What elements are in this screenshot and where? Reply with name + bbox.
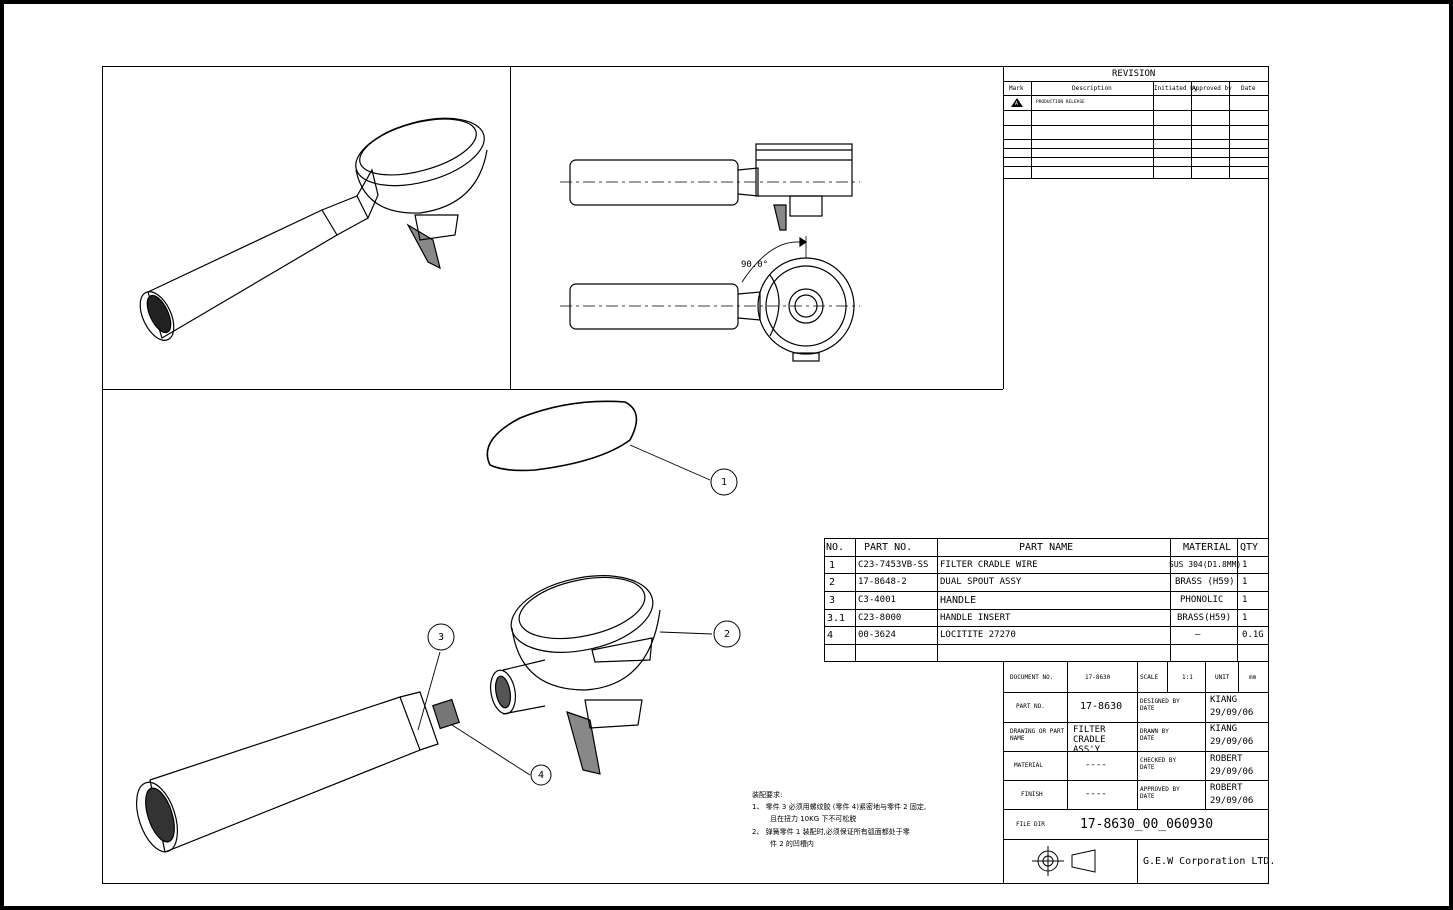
- bom-row-5-no: 4: [827, 630, 834, 641]
- tb-document-no-label: DOCUMENT NO.: [1010, 674, 1054, 681]
- exploded-view: [135, 400, 661, 853]
- tb-drawn-date: 29/09/06: [1210, 737, 1254, 747]
- angle-dimension: 90.0°: [741, 260, 768, 270]
- tb-scale: 1:1: [1182, 674, 1193, 681]
- top-view: [560, 236, 860, 362]
- tb-unit: mm: [1249, 674, 1257, 681]
- balloon-3: [427, 623, 455, 651]
- bom-row-4-no: 3.1: [827, 613, 846, 624]
- bom-row-2-part-no: 17-8648-2: [858, 577, 907, 587]
- balloon-1: [710, 468, 738, 496]
- balloon-4-label: 4: [538, 770, 545, 781]
- bom-row-2-material: BRASS (H59): [1175, 577, 1235, 587]
- bom-row-5-material: —: [1195, 630, 1201, 640]
- bom-row-5-qty: 0.1G: [1242, 630, 1264, 640]
- tb-finish: ----: [1085, 789, 1107, 799]
- tb-material-label: MATERIAL: [1014, 762, 1043, 769]
- tb-part-no: 17-8630: [1080, 701, 1123, 712]
- revision-title: REVISION: [1112, 69, 1156, 79]
- tb-designed-by: KIANG: [1210, 695, 1238, 705]
- bom-row-1-no: 1: [829, 560, 836, 571]
- bom-header-no: NO.: [826, 542, 845, 553]
- bom-row-1-qty: 1: [1242, 560, 1248, 570]
- balloon-3-label: 3: [438, 632, 445, 643]
- tb-approved-label: APPROVED BY DATE: [1140, 786, 1180, 800]
- bom-row-4-qty: 1: [1242, 613, 1248, 623]
- bom-row-2-name: DUAL SPOUT ASSY: [940, 577, 1022, 587]
- tb-drawn-by: KIANG: [1210, 724, 1238, 734]
- tb-checked-label: CHECKED BY DATE: [1140, 757, 1177, 771]
- tb-drawn-label: DRAWN BY DATE: [1140, 728, 1169, 742]
- third-angle-projection-symbol: [1032, 846, 1096, 876]
- balloon-2-label: 2: [724, 629, 731, 640]
- balloon-2: [713, 620, 741, 648]
- bom-row-3-material: PHONOLIC: [1180, 595, 1224, 605]
- tb-approved-by: ROBERT: [1210, 783, 1243, 793]
- tb-designed-date: 29/09/06: [1210, 708, 1254, 718]
- bom-row-2-qty: 1: [1242, 577, 1248, 587]
- revision-row-description: PRODUCTION RELEASE: [1036, 100, 1085, 105]
- bom-row-1-name: FILTER CRADLE WIRE: [940, 560, 1038, 570]
- bom-row-3-no: 3: [829, 595, 836, 606]
- side-view: [560, 143, 860, 231]
- filter-cradle-body: [510, 575, 654, 653]
- bom-row-1-part-no: C23-7453VB-SS: [858, 560, 929, 570]
- bom-row-3-part-no: C3-4001: [858, 595, 896, 605]
- tb-material: ----: [1085, 760, 1107, 770]
- isometric-view: [139, 117, 488, 341]
- tb-scale-label: SCALE: [1140, 674, 1159, 681]
- tb-checked-by: ROBERT: [1210, 754, 1243, 764]
- revision-header-initiated: Initiated by: [1154, 85, 1198, 92]
- bom-row-3-qty: 1: [1242, 595, 1248, 605]
- bom-row-5-name: LOCITITE 27270: [940, 630, 1016, 640]
- tb-finish-label: FINISH: [1021, 791, 1043, 798]
- tb-part-no-label: PART NO.: [1016, 703, 1045, 710]
- title-block-grid: [1003, 661, 1268, 884]
- assembly-note-2-cont: 件 2 的凹槽内: [770, 840, 814, 848]
- bom-header-part-no: PART NO.: [864, 542, 913, 553]
- bom-header-material: MATERIAL: [1183, 542, 1232, 553]
- sheet-border: [102, 66, 1269, 884]
- tb-drawing-name: FILTER CRADLE ASS'Y: [1073, 725, 1106, 755]
- tb-unit-label: UNIT: [1215, 674, 1230, 681]
- bom-row-4-material: BRASS(H59): [1177, 613, 1232, 623]
- bom-row-1-material: SUS 304(D1.8MM): [1169, 560, 1242, 569]
- bom-row-4-part-no: C23-8000: [858, 613, 902, 623]
- balloon-4: [530, 764, 552, 786]
- tb-file-dir: 17-8630_00_060930: [1080, 817, 1214, 832]
- revision-header-mark: Mark: [1009, 85, 1024, 92]
- revision-row-mark: A: [1015, 101, 1019, 107]
- balloons: [427, 468, 741, 786]
- revision-mark-triangle: [1011, 98, 1023, 107]
- revision-table-grid: [1003, 81, 1268, 179]
- assembly-note-1-cont: 且在扭力 10KG 下不可松脱: [770, 815, 857, 823]
- assembly-notes-title: 装配要求:: [752, 791, 783, 799]
- revision-header-description: Description: [1072, 85, 1112, 92]
- handle: [149, 696, 421, 853]
- bom-header-part-name: PART NAME: [1019, 542, 1074, 553]
- tb-designed-label: DESIGNED BY DATE: [1140, 698, 1180, 712]
- assembly-note-2: 2、 弹簧零件 1 装配时,必须保证所有弧面都处于零: [752, 828, 910, 836]
- bom-row-2-no: 2: [829, 577, 836, 588]
- bom-header-qty: QTY: [1240, 542, 1259, 553]
- tb-checked-date: 29/09/06: [1210, 767, 1254, 777]
- tb-file-dir-label: FILE DIR: [1016, 821, 1045, 828]
- bom-row-3-name: HANDLE: [940, 595, 977, 606]
- tb-document-no: 17-8630: [1085, 674, 1111, 681]
- handle-insert-thread: [432, 698, 460, 730]
- bom-table-grid: [824, 538, 1269, 662]
- revision-header-approved: Approved by: [1192, 85, 1232, 92]
- balloon-leaders: [417, 444, 713, 776]
- tb-drawing-label: DRAWING OR PART NAME: [1010, 728, 1065, 742]
- assembly-note-1: 1、 零件 3 必须用螺纹胶 (零件 4)紧密地与零件 2 固定,: [752, 803, 927, 811]
- bom-row-5-part-no: 00-3624: [858, 630, 896, 640]
- balloon-1-label: 1: [721, 477, 728, 488]
- revision-header-date: Date: [1241, 85, 1256, 92]
- filter-cradle-wire: [486, 400, 638, 472]
- bom-row-4-name: HANDLE INSERT: [940, 613, 1011, 623]
- tb-approved-date: 29/09/06: [1210, 796, 1254, 806]
- tb-company: G.E.W Corporation LTD.: [1143, 856, 1276, 867]
